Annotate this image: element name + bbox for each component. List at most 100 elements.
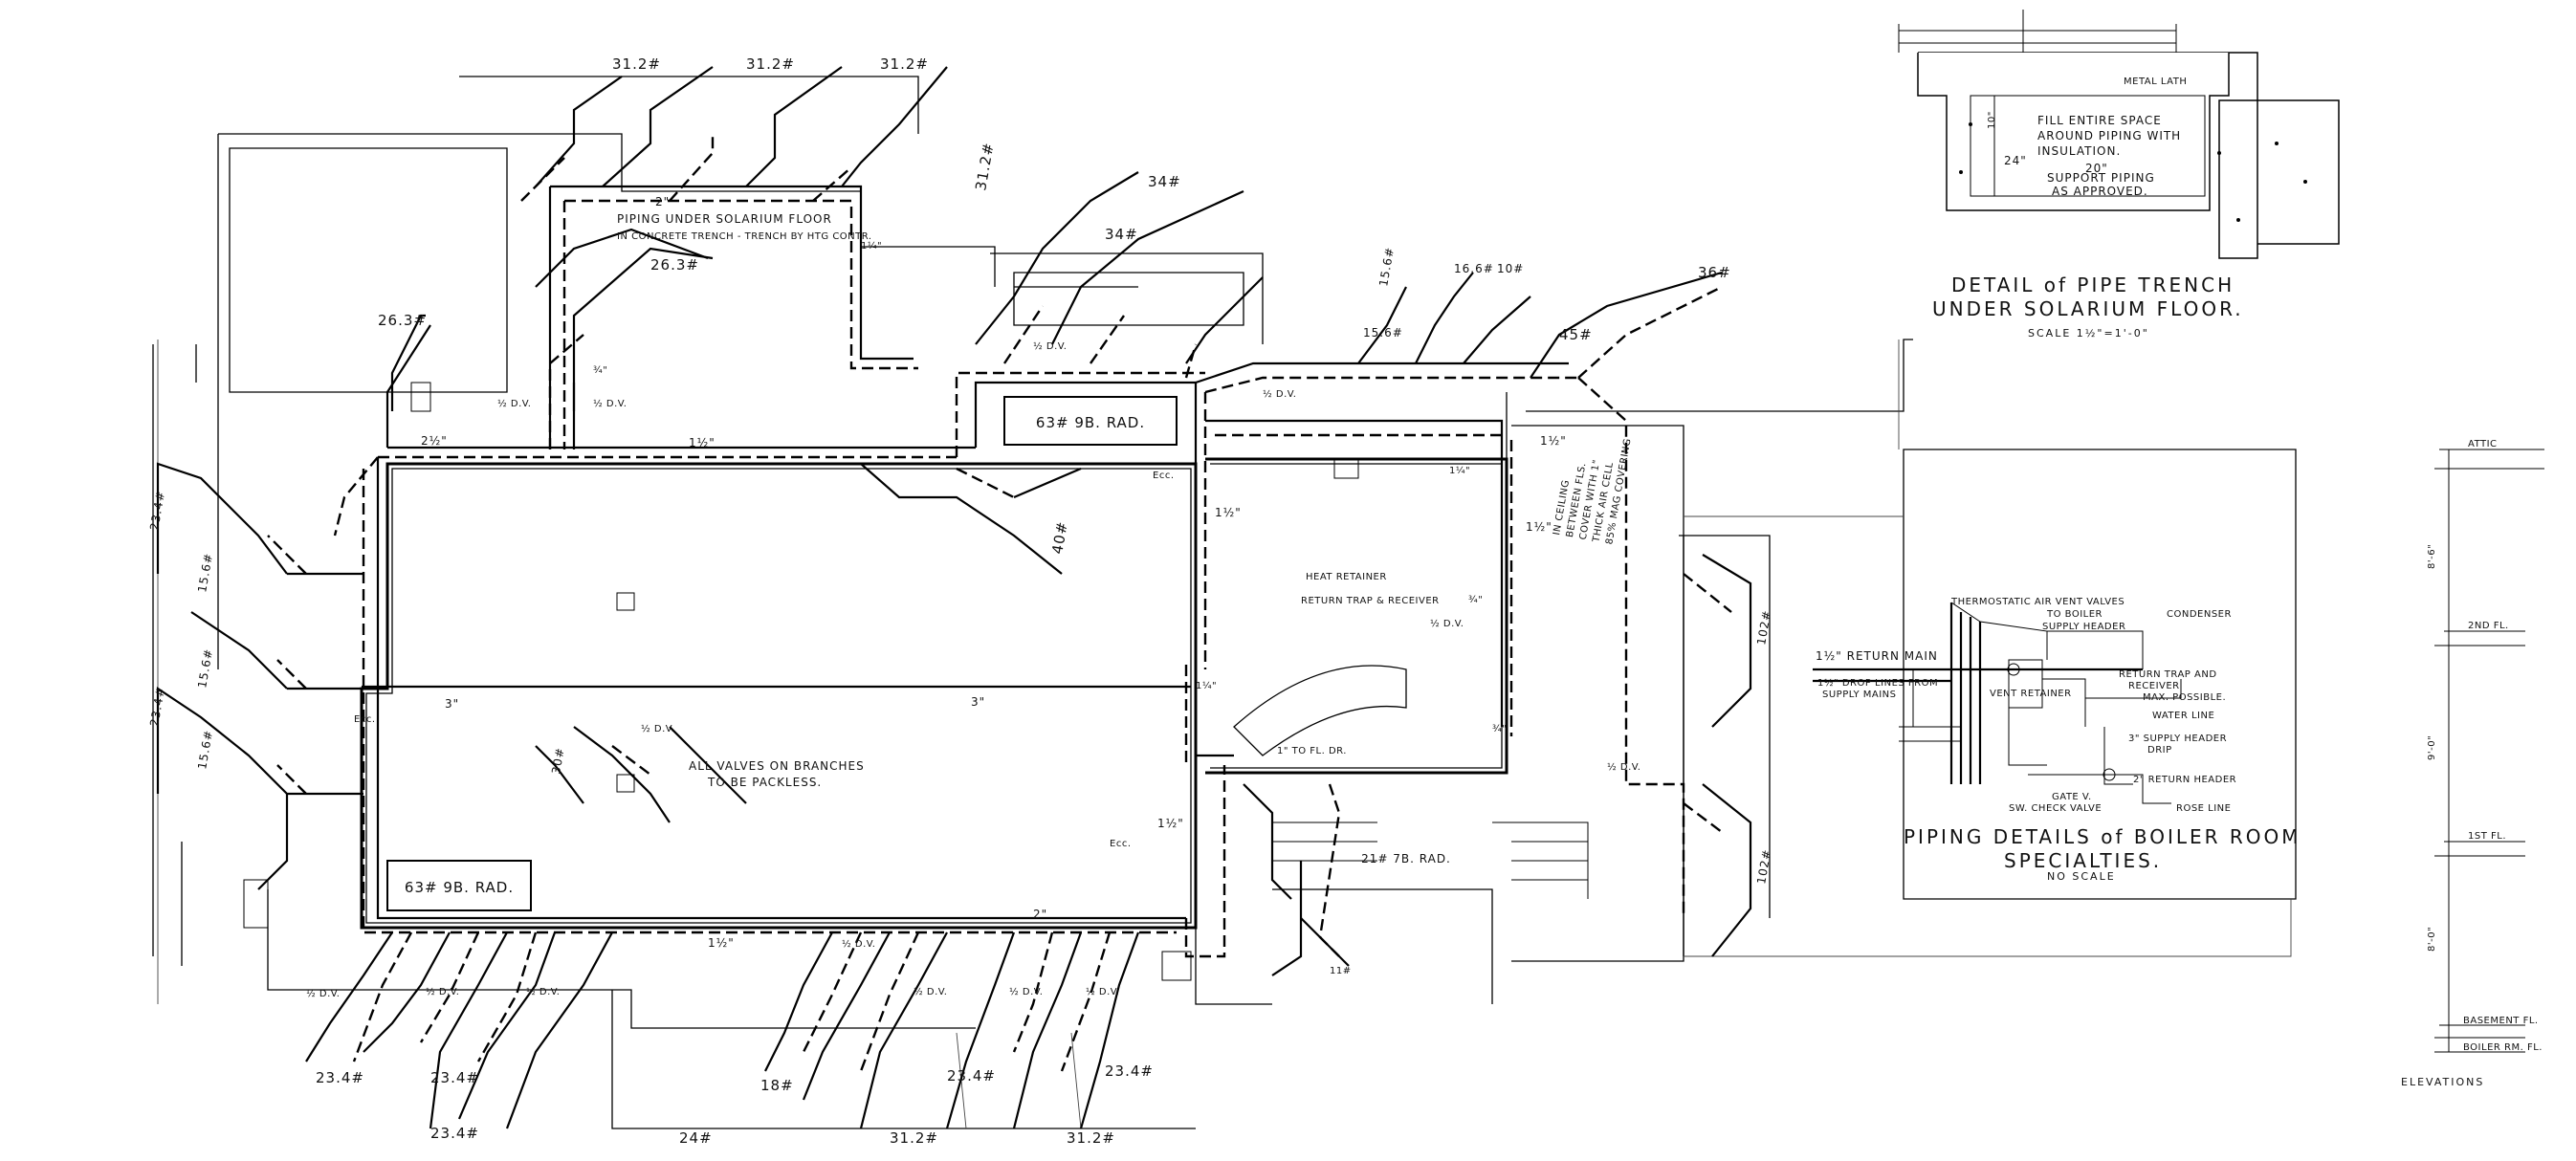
- svg-text:½ D.V.: ½ D.V.: [1086, 986, 1119, 997]
- load-stub: 11#: [1330, 966, 1352, 976]
- trench-note-line1: FILL ENTIRE SPACE: [2037, 114, 2162, 127]
- svg-text:TO BOILER: TO BOILER: [2046, 609, 2103, 620]
- note-solarium-line2: IN CONCRETE TRENCH - TRENCH BY HTG CONTR…: [617, 231, 872, 242]
- svg-text:GATE V.: GATE V.: [2052, 792, 2092, 802]
- svg-text:1½" DROP LINES FROM: 1½" DROP LINES FROM: [1817, 677, 1938, 689]
- svg-text:SUPPLY HEADER: SUPPLY HEADER: [2042, 622, 2125, 632]
- note-valves-line2: TO BE PACKLESS.: [707, 776, 822, 789]
- boiler-title-line2: SPECIALTIES.: [2004, 849, 2162, 872]
- svg-text:MAX. POSSIBLE.: MAX. POSSIBLE.: [2143, 692, 2226, 703]
- svg-text:½ D.V.: ½ D.V.: [842, 938, 875, 950]
- trench-dim-2: 24": [2004, 154, 2027, 167]
- note-return-trap: RETURN TRAP & RECEIVER: [1301, 596, 1440, 606]
- elev-level-boiler: BOILER RM. FL.: [2463, 1042, 2543, 1053]
- svg-text:3": 3": [445, 697, 459, 711]
- svg-text:1½": 1½": [1157, 817, 1184, 830]
- boiler-no-scale: NO SCALE: [2047, 870, 2116, 883]
- load-r3: 15.6#: [1363, 326, 1403, 340]
- radiator-small: 21# 7B. RAD.: [1361, 852, 1451, 865]
- svg-text:½ D.V.: ½ D.V.: [1607, 761, 1640, 773]
- load-east-1: 102#: [1754, 609, 1773, 646]
- svg-text:3" SUPPLY HEADER: 3" SUPPLY HEADER: [2128, 734, 2227, 744]
- svg-text:2½": 2½": [421, 434, 448, 448]
- elev-dim-1: 8'-6": [2427, 544, 2437, 569]
- trench-support-line2: AS APPROVED.: [2052, 185, 2148, 198]
- drawing-notes: PIPING UNDER SOLARIUM FLOOR IN CONCRETE …: [617, 212, 1634, 789]
- svg-text:RETURN TRAP AND: RETURN TRAP AND: [2119, 669, 2217, 680]
- note-heat-retainer: HEAT RETAINER: [1306, 572, 1387, 582]
- load-bot-7: 23.4#: [947, 1067, 996, 1084]
- svg-text:½ D.V.: ½ D.V.: [1430, 618, 1464, 629]
- load-bot-9: 31.2#: [1067, 1129, 1115, 1147]
- svg-text:SUPPLY MAINS: SUPPLY MAINS: [1822, 690, 1897, 700]
- load-bot-3: 23.4#: [430, 1125, 479, 1142]
- svg-text:1½": 1½": [1526, 520, 1552, 534]
- pipe-mains: [287, 185, 1685, 958]
- svg-text:¾": ¾": [1492, 724, 1507, 734]
- trench-title-line2: UNDER SOLARIUM FLOOR.: [1932, 297, 2244, 320]
- trench-detail: METAL LATH FILL ENTIRE SPACE AROUND PIPI…: [1898, 10, 2340, 340]
- load-labels: 31.2# 31.2# 31.2# 31.2# 26.3# 26.3# 34# …: [147, 55, 1773, 1147]
- trench-dim-1: 10": [1987, 111, 1997, 129]
- load-c2: 34#: [1105, 226, 1138, 243]
- riser-branches: [156, 66, 1752, 1129]
- trench-title-line1: DETAIL of PIPE TRENCH: [1951, 274, 2235, 296]
- load-bot-5: 18#: [760, 1077, 794, 1094]
- svg-text:DRIP: DRIP: [2147, 745, 2172, 756]
- load-r6: 15.6#: [1376, 246, 1397, 288]
- load-top-1: 31.2#: [612, 55, 661, 73]
- trench-support-line1: SUPPORT PIPING: [2047, 171, 2155, 185]
- svg-text:½ D.V.: ½ D.V.: [526, 986, 560, 997]
- elevations-title: ELEVATIONS: [2401, 1076, 2484, 1088]
- load-top-right: 31.2#: [972, 141, 998, 191]
- load-r2: 10#: [1497, 262, 1524, 275]
- load-top-2: 31.2#: [746, 55, 795, 73]
- svg-text:½ D.V.: ½ D.V.: [641, 723, 674, 734]
- note-floor-drain: 1" TO FL. DR.: [1277, 746, 1347, 756]
- load-bot-4: 24#: [679, 1129, 713, 1147]
- trench-note-line2: AROUND PIPING WITH: [2037, 129, 2181, 142]
- trench-metal-lath: METAL LATH: [2124, 77, 2187, 87]
- trench-dim-3: 20": [2085, 162, 2108, 175]
- radiator-north: 63# 9B. RAD.: [1003, 396, 1178, 446]
- svg-text:½ D.V.: ½ D.V.: [306, 988, 340, 999]
- svg-text:VENT RETAINER: VENT RETAINER: [1990, 689, 2072, 699]
- svg-text:½ D.V.: ½ D.V.: [1009, 986, 1043, 997]
- load-l1: 26.3#: [378, 312, 427, 329]
- load-west-2: 15.6#: [195, 552, 215, 594]
- svg-text:Ecc.: Ecc.: [354, 714, 376, 725]
- svg-text:1¼": 1¼": [1449, 465, 1470, 476]
- pipe-size-labels: 2½" 1½" 3" 3" 2" 1½" 2" 1½" 1½" 1½" 1½" …: [306, 195, 1640, 999]
- boiler-title-line1: PIPING DETAILS of BOILER ROOM: [1904, 825, 2301, 848]
- svg-text:¾": ¾": [1468, 595, 1483, 605]
- elev-dim-2: 9'-0": [2427, 735, 2437, 760]
- svg-text:½ D.V.: ½ D.V.: [426, 986, 459, 997]
- svg-text:½ D.V.: ½ D.V.: [914, 986, 947, 997]
- note-valves-line1: ALL VALVES ON BRANCHES: [689, 759, 865, 773]
- elev-level-basement: BASEMENT FL.: [2463, 1016, 2539, 1026]
- svg-text:1½" RETURN MAIN: 1½" RETURN MAIN: [1816, 649, 1938, 663]
- svg-text:½ D.V.: ½ D.V.: [1263, 388, 1296, 400]
- elev-level-2nd: 2ND FL.: [2468, 621, 2509, 631]
- load-c1: 34#: [1148, 173, 1181, 190]
- load-west-5: 15.6#: [195, 729, 215, 771]
- svg-text:2": 2": [1033, 908, 1047, 921]
- radiator-north-label: 63# 9B. RAD.: [1036, 414, 1145, 431]
- load-bot-6: 31.2#: [890, 1129, 938, 1147]
- svg-text:THERMOSTATIC AIR VENT VALVES: THERMOSTATIC AIR VENT VALVES: [1950, 597, 2125, 607]
- svg-text:1¼": 1¼": [861, 240, 882, 252]
- svg-text:1½": 1½": [1540, 434, 1567, 448]
- svg-text:2": 2": [655, 195, 670, 208]
- radiator-small-label: 21# 7B. RAD.: [1361, 852, 1451, 865]
- svg-text:RECEIVER: RECEIVER: [2128, 681, 2180, 691]
- boiler-detail: THERMOSTATIC AIR VENT VALVES TO BOILER S…: [1813, 597, 2301, 883]
- load-east-2: 102#: [1754, 848, 1773, 886]
- load-west-4: 23.4#: [147, 686, 167, 728]
- svg-text:WATER LINE: WATER LINE: [2152, 711, 2214, 721]
- load-r4: 45#: [1559, 326, 1593, 343]
- svg-text:1¼": 1¼": [1196, 680, 1217, 691]
- svg-text:¾": ¾": [593, 365, 607, 376]
- elev-level-1st: 1ST FL.: [2468, 831, 2506, 842]
- load-bot-1: 23.4#: [316, 1069, 364, 1086]
